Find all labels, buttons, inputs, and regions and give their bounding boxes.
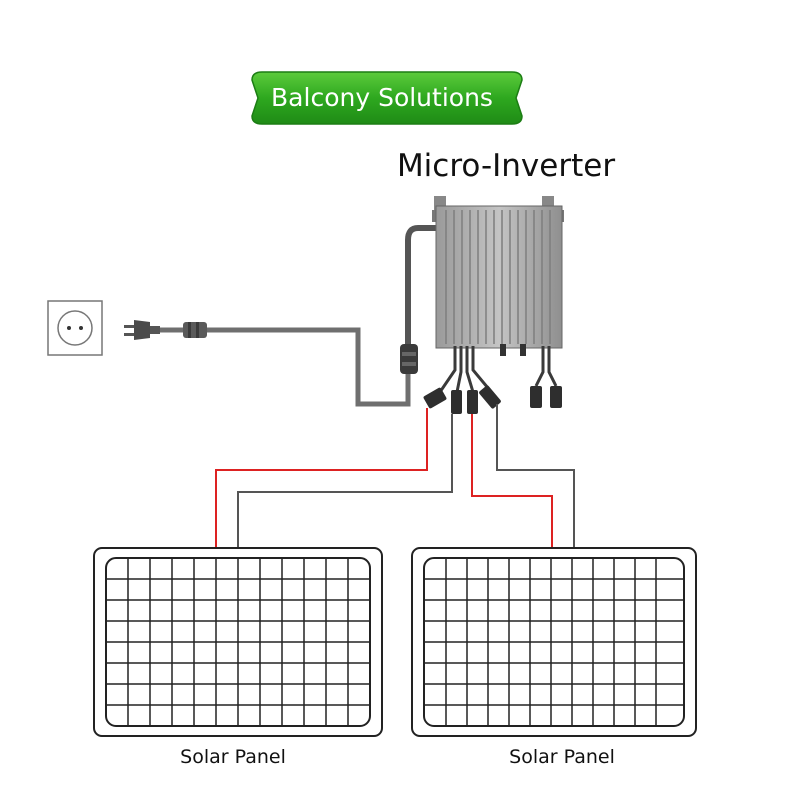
dc-connector-icon [423, 385, 562, 414]
plug-icon [124, 320, 160, 340]
solar-panel-icon [411, 547, 697, 737]
solar-panel-label-2: Solar Panel [509, 746, 615, 768]
badge-label: Balcony Solutions [271, 83, 493, 112]
micro-inverter-icon [432, 196, 564, 356]
solar-panel-label-1: Solar Panel [180, 746, 286, 768]
cable-connector-icon [183, 322, 207, 338]
micro-inverter-title: Micro-Inverter [397, 148, 615, 184]
ac-connector-icon [400, 344, 418, 374]
dc-input-cables [438, 346, 558, 393]
solar-panel-icon [93, 547, 383, 737]
dc-wires [215, 404, 575, 548]
ac-output-cable [405, 225, 436, 344]
balcony-solutions-badge: Balcony Solutions [251, 71, 523, 125]
wall-socket-icon [47, 300, 103, 356]
ac-cable [160, 327, 411, 407]
